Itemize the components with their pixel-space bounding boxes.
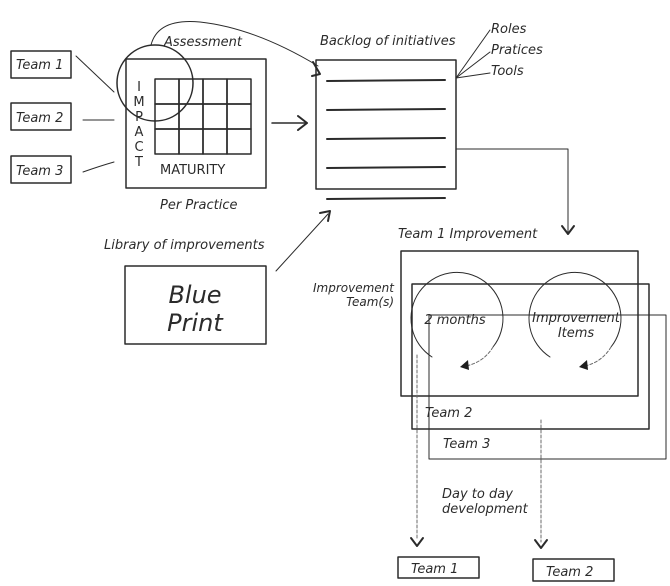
category-tools: Tools	[491, 64, 524, 79]
backlog-items	[326, 79, 446, 200]
grid-cell	[154, 128, 180, 155]
team-1-development-label: Team 1	[411, 562, 458, 577]
grid-cell	[226, 103, 252, 130]
category-practices: Pratices	[491, 43, 543, 58]
grid-cell	[202, 103, 228, 130]
team-1-improvement-title: Team 1 Improvement	[398, 227, 538, 242]
impact-letter: I	[137, 80, 141, 95]
backlog-item-line	[326, 79, 446, 82]
cycle-arrow-icon	[579, 360, 588, 370]
improvement-teams-label-line-2: Team(s)	[346, 295, 394, 309]
impact-letter: T	[134, 155, 143, 170]
backlog-item-line	[326, 137, 446, 140]
improvement-items-line-1: Improvement	[532, 311, 621, 326]
impact-letter: C	[134, 140, 143, 155]
team-1-label: Team 1	[16, 58, 63, 73]
arrow-head-icon	[534, 539, 548, 549]
library-label: Library of improvements	[104, 238, 265, 253]
assessment-focus-circle	[116, 44, 194, 122]
blue-print-box: Blue Print	[124, 265, 267, 345]
team-2-improvement-label: Team 2	[425, 406, 472, 421]
team-3-box: Team 3	[10, 155, 72, 184]
team-1-development-box: Team 1	[397, 556, 480, 579]
two-month-cycle: 2 months	[410, 271, 504, 370]
grid-cell	[226, 78, 252, 105]
team-2-improvement-card: Team 2	[411, 283, 650, 430]
improvement-items-cycle: Improvement Items	[528, 271, 622, 370]
team-3-improvement-card: Team 3	[428, 314, 667, 460]
assessment-title: Assessment	[163, 35, 243, 50]
team-3-label: Team 3	[16, 164, 63, 179]
blue-print-line-1: Blue	[168, 281, 221, 309]
per-practice-caption: Per Practice	[160, 198, 237, 213]
maturity-axis-label: MATURITY	[160, 163, 225, 178]
backlog-to-improvement-arrow	[455, 148, 569, 233]
improvement-items-line-2: Items	[558, 326, 595, 341]
impact-letter: A	[135, 125, 144, 140]
impact-letter: M	[133, 95, 144, 110]
team-1-box: Team 1	[10, 50, 72, 79]
day-to-day-label-line-2: development	[442, 502, 529, 517]
cycle-arrow-icon	[460, 360, 469, 370]
team-2-label: Team 2	[16, 111, 63, 126]
library-to-backlog-arrow	[275, 213, 329, 272]
maturity-impact-grid	[154, 78, 252, 155]
improvement-teams-label-line-1: Improvement	[313, 281, 395, 295]
blue-print-line-2: Print	[167, 309, 224, 337]
tools-connector	[455, 72, 491, 79]
grid-cell	[178, 128, 204, 155]
team-3-connector	[82, 161, 115, 173]
backlog-item-line	[326, 197, 446, 200]
assessment-to-backlog-arrow	[150, 20, 319, 67]
team-1-improvement-card: 2 months Improvement Items	[400, 250, 639, 397]
team-3-improvement-label: Team 3	[443, 437, 490, 452]
grid-cell	[178, 78, 204, 105]
backlog-item-line	[326, 166, 446, 169]
team-2-development-box: Team 2	[532, 558, 615, 582]
arrow-head-icon	[297, 115, 308, 131]
grid-cell	[178, 103, 204, 130]
arrow-head-icon	[561, 225, 575, 235]
team-1-connector	[75, 55, 115, 93]
day-to-day-label-line-1: Day to day	[442, 487, 513, 502]
grid-cell	[226, 128, 252, 155]
team-2-box: Team 2	[10, 102, 72, 131]
cycle-duration-label: 2 months	[424, 313, 486, 328]
grid-cell	[202, 78, 228, 105]
roles-connector	[455, 29, 491, 79]
team-2-development-label: Team 2	[546, 565, 593, 580]
category-roles: Roles	[491, 22, 527, 37]
arrow-head-icon	[319, 210, 331, 222]
grid-cell	[154, 103, 180, 130]
grid-cell	[154, 78, 180, 105]
practices-connector	[455, 51, 491, 79]
backlog-title: Backlog of initiatives	[320, 34, 456, 49]
arrow-head-icon	[410, 537, 424, 547]
backlog-list	[315, 59, 457, 200]
grid-cell	[202, 128, 228, 155]
backlog-item-line	[326, 108, 446, 111]
